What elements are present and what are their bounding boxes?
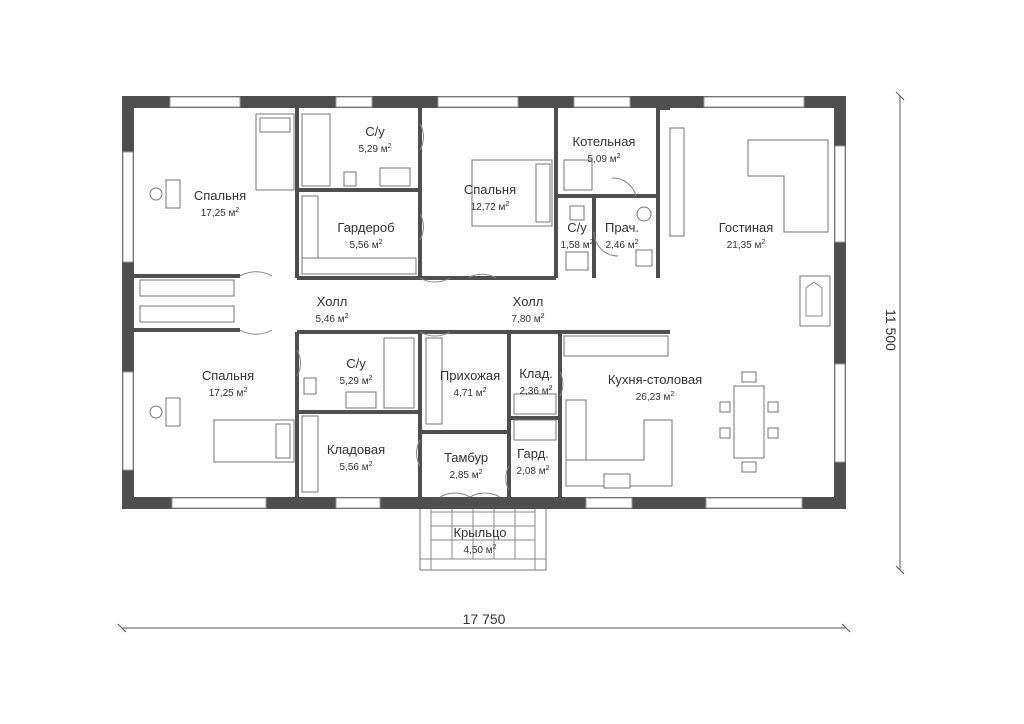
room-name: С/у bbox=[346, 356, 366, 371]
room-area: 5,46 м2 bbox=[315, 313, 348, 325]
porch bbox=[419, 497, 547, 571]
room-area: 12,72 м2 bbox=[471, 201, 510, 213]
room-name: С/у bbox=[567, 220, 587, 235]
room-name: Спальня bbox=[464, 182, 516, 197]
width-dimension: 17 750 bbox=[463, 611, 506, 627]
room-area: 5,56 м2 bbox=[339, 461, 372, 473]
dimension-lines bbox=[117, 91, 905, 633]
room-name: С/у bbox=[365, 124, 385, 139]
room-name: Кладовая bbox=[327, 442, 385, 457]
room-name: Котельная bbox=[573, 134, 636, 149]
room-name: Спальня bbox=[202, 368, 254, 383]
room-name: Холл bbox=[513, 294, 544, 309]
room-area: 26,23 м2 bbox=[636, 391, 675, 403]
room-area: 2,46 м2 bbox=[605, 239, 638, 251]
interior-walls bbox=[134, 106, 670, 497]
room-name: Гостиная bbox=[719, 220, 774, 235]
room-area: 17,25 м2 bbox=[201, 207, 240, 219]
room-area: 2,85 м2 bbox=[449, 469, 482, 481]
room-area: 7,80 м2 bbox=[511, 313, 544, 325]
room-area: 17,25 м2 bbox=[209, 387, 248, 399]
room-name: Спальня bbox=[194, 188, 246, 203]
room-area: 21,35 м2 bbox=[727, 239, 766, 251]
room-area: 5,29 м2 bbox=[358, 143, 391, 155]
room-name: Кухня-столовая bbox=[608, 372, 702, 387]
room-name: Холл bbox=[317, 294, 348, 309]
height-dimension: 11 500 bbox=[883, 309, 899, 351]
door-swings bbox=[239, 123, 637, 498]
room-name: Тамбур bbox=[444, 450, 488, 465]
furniture bbox=[139, 113, 831, 493]
room-name: Прач. bbox=[605, 220, 639, 235]
room-name: Гардероб bbox=[337, 220, 394, 235]
windows bbox=[122, 96, 846, 509]
room-name: Гард. bbox=[517, 446, 549, 461]
room-labels: Спальня 17,25 м2 С/у 5,29 м2 Гардероб 5,56 м2… bbox=[194, 124, 773, 556]
room-name: Клад. bbox=[519, 366, 553, 381]
room-area: 2,08 м2 bbox=[516, 465, 549, 477]
room-area: 5,09 м2 bbox=[587, 153, 620, 165]
room-name: Крыльцо bbox=[453, 525, 506, 540]
room-area: 5,56 м2 bbox=[349, 239, 382, 251]
room-area: 5,29 м2 bbox=[339, 375, 372, 387]
room-area: 4,50 м2 bbox=[463, 544, 496, 556]
room-area: 1,58 м2 bbox=[560, 239, 593, 251]
room-name: Прихожая bbox=[440, 368, 500, 383]
room-area: 4,71 м2 bbox=[453, 387, 486, 399]
room-area: 2,36 м2 bbox=[519, 385, 552, 397]
